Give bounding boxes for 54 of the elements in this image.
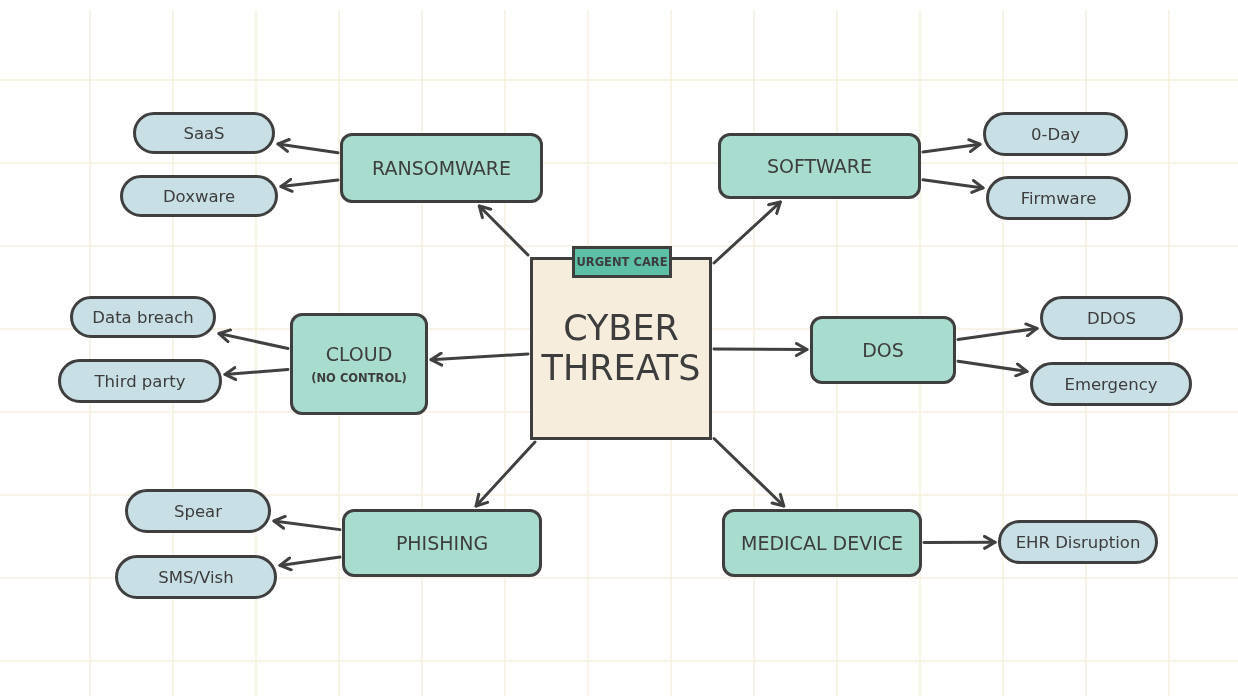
arrow — [223, 366, 290, 382]
arrow — [474, 440, 537, 508]
node-label: SaaS — [183, 123, 225, 143]
arrow — [429, 351, 530, 367]
topic-box — [718, 133, 921, 199]
arrow — [956, 322, 1039, 341]
arrow — [712, 437, 786, 508]
subtopic-pill — [70, 296, 216, 338]
node-label: Third party — [94, 371, 186, 391]
node-label: Doxware — [162, 186, 236, 206]
subtopic-pill — [998, 520, 1158, 564]
topic-note: (NO CONTROL) — [311, 371, 407, 385]
node-label: SMS/Vish — [158, 567, 234, 587]
arrow — [276, 138, 340, 155]
node-label: Data breach — [92, 307, 194, 327]
arrow — [712, 200, 782, 265]
arrow — [217, 328, 290, 351]
arrow — [921, 178, 985, 194]
topic-box — [810, 316, 956, 384]
arrow — [477, 204, 530, 257]
arrow — [279, 177, 340, 193]
node-label: SOFTWARE — [766, 155, 873, 177]
node-label: MEDICAL DEVICE — [741, 532, 903, 554]
subtopic-pill — [1040, 296, 1183, 340]
node-label: DDOS — [1087, 308, 1136, 328]
clipboard-tab: URGENT CARE — [572, 246, 672, 278]
topic-box — [340, 133, 543, 203]
node-label: 0-Day — [1030, 124, 1080, 144]
subtopic-pill — [986, 176, 1131, 220]
topic-box — [290, 313, 428, 415]
subtopic-pill — [1030, 362, 1192, 406]
subtopic-pill — [983, 112, 1128, 156]
node-label: CLOUD — [325, 343, 393, 365]
arrow — [272, 514, 342, 532]
topic-box — [722, 509, 922, 577]
node-label: RANSOMWARE — [372, 157, 511, 179]
node-label: Emergency — [1064, 374, 1158, 394]
subtopic-pill — [133, 112, 275, 154]
arrow — [921, 138, 982, 154]
subtopic-pill — [115, 555, 277, 599]
node-label: EHR Disruption — [1015, 532, 1141, 552]
subtopic-pill — [125, 489, 271, 533]
node-label: Spear — [174, 501, 222, 521]
arrow — [278, 555, 342, 572]
center-title: CYBER THREATS — [540, 309, 702, 388]
subtopic-pill — [120, 175, 278, 217]
arrow — [712, 342, 809, 357]
node-label: Firmware — [1020, 188, 1097, 208]
node-label: DOS — [862, 339, 904, 361]
arrow — [956, 359, 1029, 378]
topic-box — [342, 509, 542, 577]
arrow — [922, 534, 997, 550]
subtopic-pill — [58, 359, 222, 403]
node-label: PHISHING — [395, 532, 489, 554]
